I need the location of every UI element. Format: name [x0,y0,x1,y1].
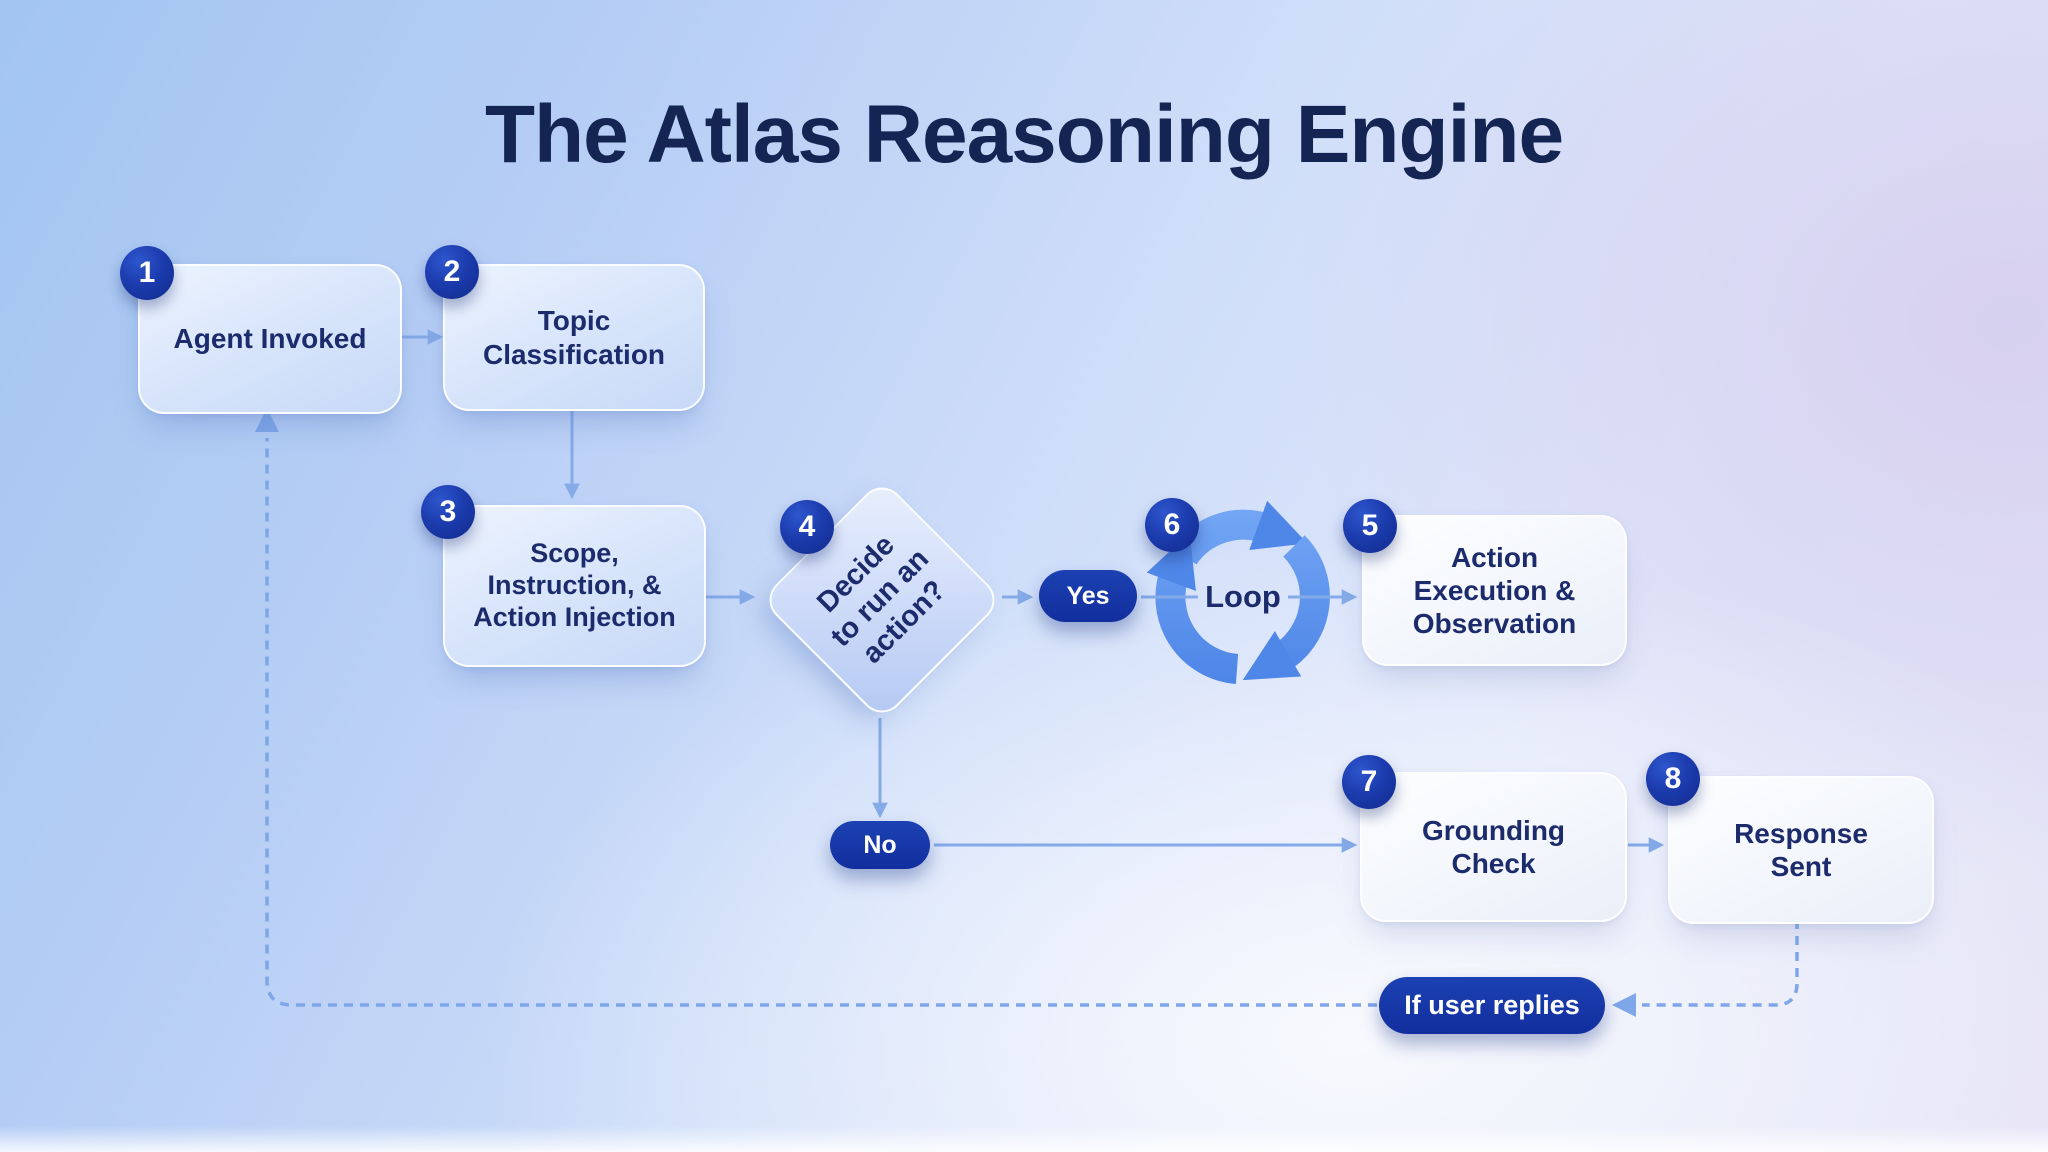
step-badge-1: 1 [120,246,174,300]
dashed-reply-to-agent [265,438,1377,1007]
dashed-arrowhead-into-reply [1612,993,1636,1017]
dashed-response-to-reply [1642,920,1799,1007]
bottom-fade-strip [0,1126,2048,1152]
yes-branch-pill: Yes [1039,570,1137,622]
node-scope-instruction-action-injection: Scope,Instruction, &Action Injection [443,505,706,667]
node-agent-invoked: Agent Invoked [138,264,402,414]
node-agent-invoked-label: Agent Invoked [173,323,367,355]
step-badge-8: 8 [1646,752,1700,806]
step-badge-2: 2 [425,245,479,299]
node-scope-label: Scope,Instruction, &Action Injection [473,538,676,632]
step-badge-6: 6 [1145,498,1199,552]
loop-arc-right [1242,535,1330,681]
step-badge-5: 5 [1343,499,1397,553]
no-branch-pill: No [830,821,930,869]
step-badge-7: 7 [1342,755,1396,809]
dashed-arrowhead-into-agent [255,408,279,432]
step-badge-4: 4 [780,500,834,554]
loop-label: Loop [1205,579,1281,614]
if-user-replies-pill: If user replies [1379,977,1605,1034]
page-title: The Atlas Reasoning Engine [484,89,1564,180]
loop-arc-bottom [1146,532,1239,684]
loop-cycle-icon [1146,500,1330,684]
step-badge-3: 3 [421,485,475,539]
